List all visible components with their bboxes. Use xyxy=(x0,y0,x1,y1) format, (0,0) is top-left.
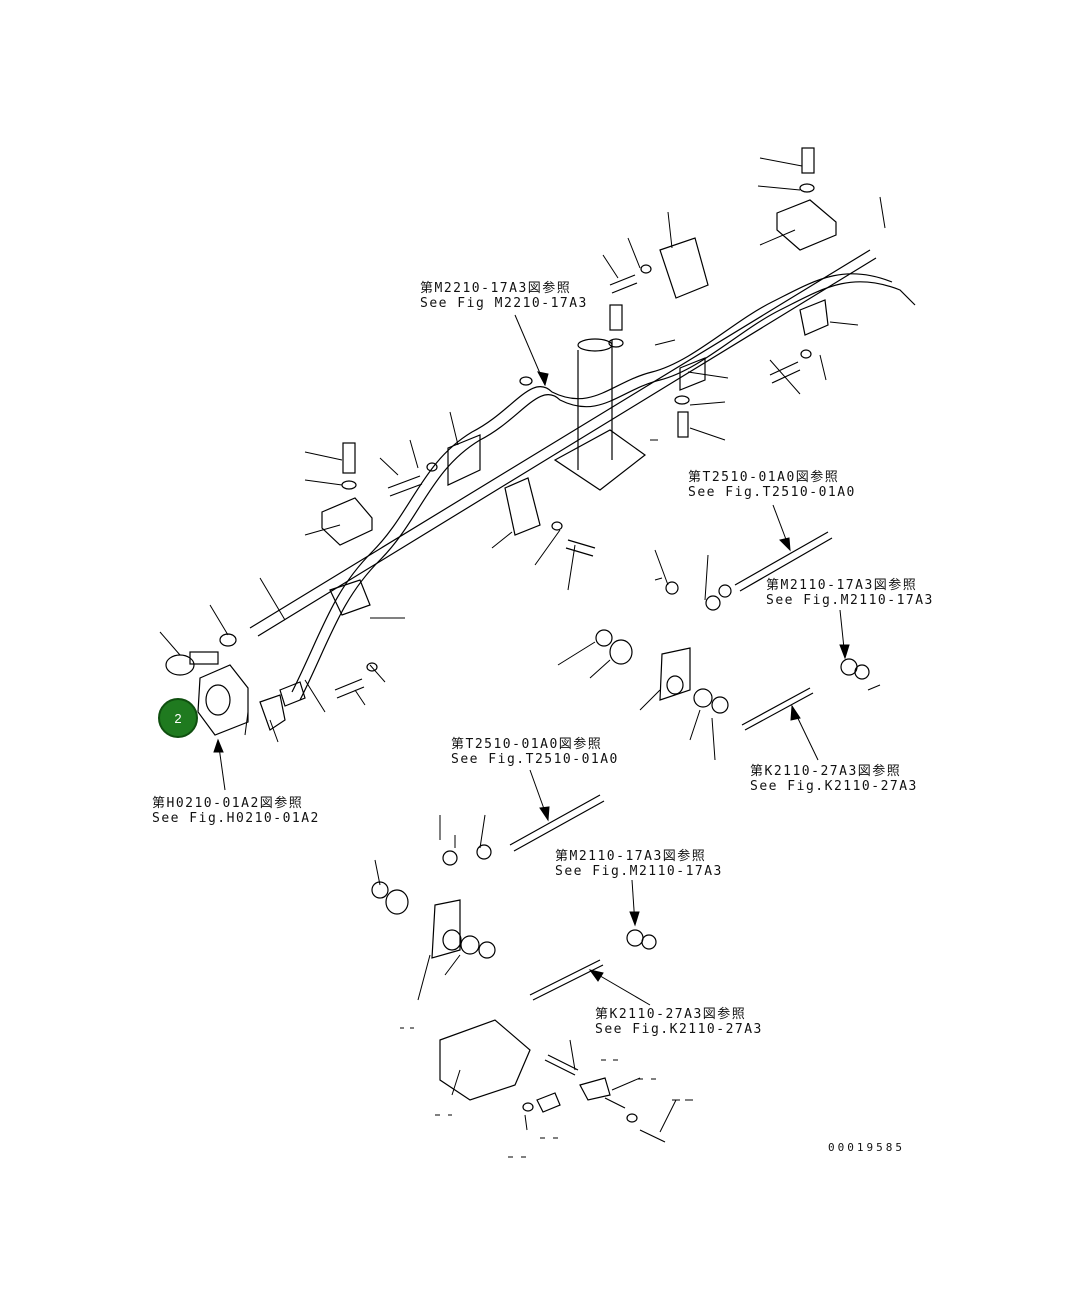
lower-linkage xyxy=(371,794,666,1143)
reference-label-h0210: 第H0210-01A2図参照 See Fig.H0210-01A2 xyxy=(152,796,320,826)
reference-label-k2110-upper: 第K2110-27A3図参照 See Fig.K2110-27A3 xyxy=(750,764,918,794)
reference-jp: 第T2510-01A0図参照 xyxy=(451,737,603,752)
reference-jp: 第H0210-01A2図参照 xyxy=(152,796,304,811)
reference-jp: 第M2110-17A3図参照 xyxy=(766,578,918,593)
reference-en: See Fig.T2510-01A0 xyxy=(451,752,619,767)
main-shaft xyxy=(249,249,916,701)
reference-label-k2110-lower: 第K2110-27A3図参照 See Fig.K2110-27A3 xyxy=(595,1007,763,1037)
drawing-number: 00019585 xyxy=(828,1141,905,1154)
reference-label-m2210: 第M2210-17A3図参照 See Fig M2210-17A3 xyxy=(420,281,588,311)
reference-pointers xyxy=(213,314,850,1006)
column-base xyxy=(553,338,647,491)
leader-lines xyxy=(159,157,886,1133)
clamps xyxy=(321,199,837,616)
reference-en: See Fig.T2510-01A0 xyxy=(688,485,856,500)
reference-label-t2510-lower: 第T2510-01A0図参照 See Fig.T2510-01A0 xyxy=(451,737,619,767)
reference-jp: 第K2110-27A3図参照 xyxy=(750,764,902,779)
bolts xyxy=(334,147,815,699)
reference-jp: 第M2210-17A3図参照 xyxy=(420,281,572,296)
reference-label-m2110-upper: 第M2110-17A3図参照 See Fig.M2110-17A3 xyxy=(766,578,934,608)
reference-en: See Fig.K2110-27A3 xyxy=(595,1022,763,1037)
dash-marks xyxy=(400,577,881,1158)
reference-label-t2510-upper: 第T2510-01A0図参照 See Fig.T2510-01A0 xyxy=(688,470,856,500)
reference-en: See Fig.M2110-17A3 xyxy=(766,593,934,608)
reference-jp: 第T2510-01A0図参照 xyxy=(688,470,840,485)
callout-badge[interactable]: 2 xyxy=(158,698,198,738)
left-end-parts xyxy=(165,633,306,736)
reference-en: See Fig.K2110-27A3 xyxy=(750,779,918,794)
reference-label-m2110-lower: 第M2110-17A3図参照 See Fig.M2110-17A3 xyxy=(555,849,723,879)
upper-linkage xyxy=(595,531,870,731)
reference-jp: 第M2110-17A3図参照 xyxy=(555,849,707,864)
reference-en: See Fig.H0210-01A2 xyxy=(152,811,320,826)
reference-en: See Fig M2210-17A3 xyxy=(420,296,588,311)
reference-en: See Fig.M2110-17A3 xyxy=(555,864,723,879)
reference-jp: 第K2110-27A3図参照 xyxy=(595,1007,747,1022)
